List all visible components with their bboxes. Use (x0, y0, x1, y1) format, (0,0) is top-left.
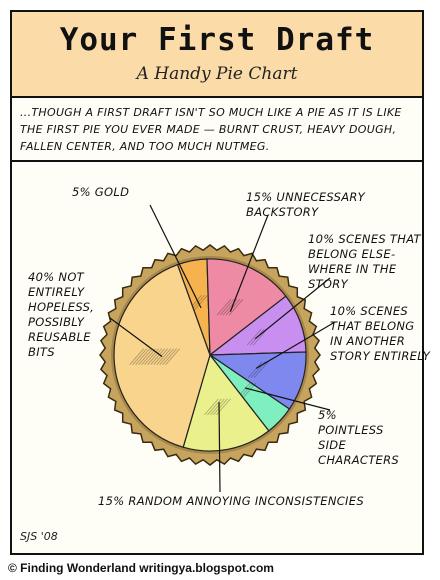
slice-label-gold: 5% GOLD (72, 185, 130, 199)
hatch-line (132, 348, 148, 365)
hatch-line (210, 398, 225, 416)
hatch-line (138, 348, 154, 365)
slice-label-inconsistencies: 15% RANDOM ANNOYING INCONSISTENCIES (98, 494, 364, 508)
hatch-line (247, 361, 263, 378)
leader-line (218, 402, 221, 493)
hatch-line (216, 298, 232, 316)
hatch-line (219, 298, 235, 316)
hatch-line (253, 361, 269, 378)
hatch-line (129, 348, 145, 365)
hatch-line (225, 298, 241, 316)
pie-slices (113, 258, 307, 452)
hatch-line (150, 348, 166, 365)
hatch-line (153, 348, 169, 365)
hatch-line (141, 348, 157, 365)
title-banner: Your First Draft A Handy Pie Chart (12, 12, 422, 98)
pie-slice (182, 353, 270, 452)
hatch-line (165, 348, 181, 365)
leader-line (109, 317, 163, 357)
hatch-line (162, 348, 178, 365)
pie-slice (206, 258, 287, 357)
intro-quote: ...THOUGH A FIRST DRAFT ISN'T SO MUCH LI… (20, 106, 402, 153)
slice-label-elsewhere: 10% SCENES THAT BELONG ELSE- WHERE IN TH… (308, 232, 421, 291)
leader-line (229, 214, 269, 312)
hatch-line (156, 348, 172, 365)
leader-line (149, 204, 202, 309)
hatch-line (213, 398, 228, 416)
slice-hatching (129, 348, 181, 365)
leader-line (254, 277, 331, 340)
hatch-line (135, 348, 151, 365)
leader-line (244, 387, 331, 411)
hatch-line (246, 328, 262, 346)
hatch-line (241, 382, 257, 400)
hatch-line (207, 398, 222, 416)
leader-lines (109, 204, 336, 493)
quote-divider (12, 160, 422, 162)
hatch-line (144, 348, 160, 365)
slice-label-backstory: 15% UNNECESSARY BACKSTORY (246, 190, 365, 219)
slice-label-side-characters: 5% POINTLESS SIDE CHARACTERS (318, 408, 400, 467)
page-subtitle: A Handy Pie Chart (136, 64, 298, 84)
artist-signature: SJS '08 (20, 530, 58, 543)
slice-label-another-story: 10% SCENES THAT BELONG IN ANOTHER STORY … (330, 304, 431, 363)
leader-line (255, 321, 336, 369)
hatch-line (252, 328, 268, 346)
page-title: Your First Draft (59, 22, 375, 58)
hatch-line (193, 294, 208, 312)
hatch-line (147, 348, 163, 365)
slice-label-reusable-bits: 40% NOT ENTIRELY HOPELESS, POSSIBLY REUS… (28, 270, 95, 359)
hatch-line (204, 398, 219, 416)
hatch-line (159, 348, 175, 365)
credit-line: © Finding Wonderland writingya.blogspot.… (8, 561, 274, 575)
hatch-line (228, 298, 244, 316)
comic-frame: Your First Draft A Handy Pie Chart ...TH… (10, 10, 424, 555)
